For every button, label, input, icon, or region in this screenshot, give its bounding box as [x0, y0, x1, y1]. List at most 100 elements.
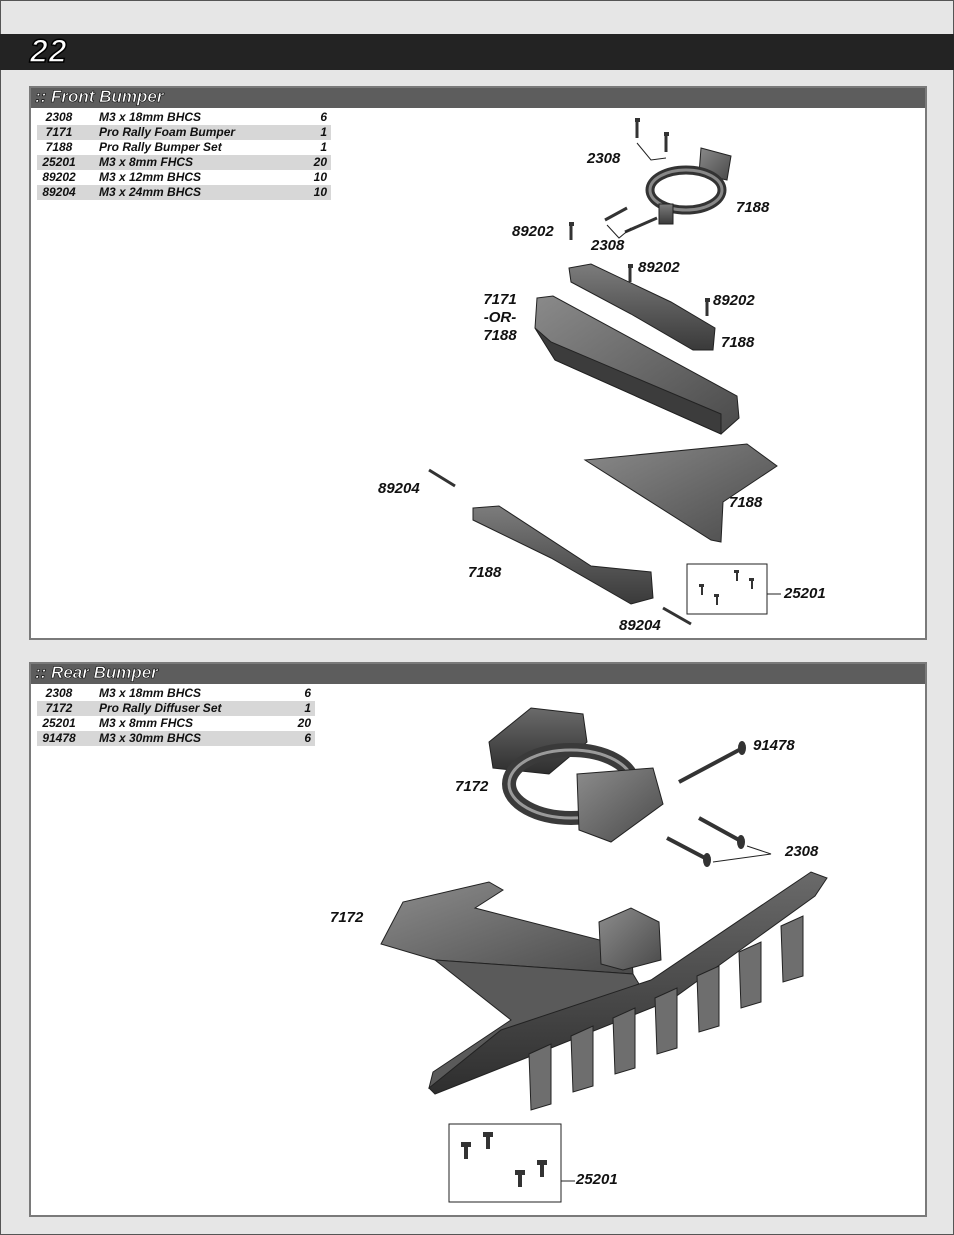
front-bumper-panel: :: Front Bumper 2308 M3 x 18mm BHCS 6 7171… — [29, 86, 927, 640]
screw-89204-b — [662, 606, 692, 626]
screw-89204-a — [428, 468, 456, 488]
part-quantity: 1 — [320, 140, 327, 154]
callout-2308: 2308 — [587, 150, 621, 167]
part-number: 2308 — [45, 686, 73, 700]
fhcs-screws-group — [699, 570, 754, 605]
page-number: 22 — [29, 32, 68, 70]
screw-2308-rear-a — [698, 816, 745, 849]
diffuser-wing-7172 — [380, 881, 634, 975]
callout-89204: 89204 — [378, 480, 420, 497]
callout-7188: 7188 — [468, 564, 502, 581]
part-number: 25201 — [42, 716, 76, 730]
screw-2308-top-b — [664, 132, 669, 152]
callout-or: -OR- — [483, 309, 517, 326]
screw-2308-mid-b — [624, 216, 658, 234]
part-number: 25201 — [37, 155, 81, 170]
rear-bumper-title: :: Rear Bumper — [35, 663, 158, 683]
part-description: Pro Rally Diffuser Set — [81, 701, 290, 716]
leader-line — [712, 845, 772, 863]
callout-2308: 2308 — [591, 237, 625, 254]
callout-7171: 7171 — [483, 291, 517, 308]
callout-25201: 25201 — [576, 1171, 618, 1188]
callout-89204: 89204 — [619, 617, 661, 634]
part-quantity: 6 — [320, 110, 327, 124]
diffuser-mount-post — [598, 907, 662, 971]
front-bumper-header: :: Front Bumper — [31, 87, 925, 108]
screw-89202-b — [628, 264, 633, 282]
part-description: Pro Rally Foam Bumper — [81, 125, 306, 140]
callout-7172: 7172 — [455, 778, 489, 795]
upper-bumper-brace-7188 — [568, 263, 716, 351]
part-description: M3 x 12mm BHCS — [99, 170, 202, 184]
diffuser-bumper-bar — [428, 871, 828, 1095]
fhcs-screws-group — [461, 1132, 547, 1187]
rear-bumper-mount-7172 — [488, 707, 664, 843]
callout-25201: 25201 — [784, 585, 826, 602]
lower-bumper-brace-7188 — [472, 505, 654, 605]
screw-89202-a — [569, 222, 574, 240]
part-quantity: 1 — [305, 125, 331, 140]
screw-89202-c — [705, 298, 710, 316]
page-header-bar — [0, 34, 954, 70]
part-description: M3 x 8mm FHCS — [99, 716, 194, 730]
screw-91478 — [678, 741, 746, 784]
part-description: M3 x 24mm BHCS — [81, 185, 306, 200]
part-number: 7172 — [37, 701, 81, 716]
bumper-mount-7188 — [645, 147, 732, 225]
front-bumper-title: :: Front Bumper — [35, 87, 164, 107]
table-row: 89202 M3 x 12mm BHCS 10 — [37, 170, 331, 185]
callout-7171-or-7188: 7171 -OR- 7188 — [477, 291, 523, 345]
callout-7188: 7188 — [729, 494, 763, 511]
front-bumper-exploded-diagram — [428, 118, 781, 626]
part-description: M3 x 8mm FHCS — [81, 155, 306, 170]
part-quantity: 6 — [289, 731, 315, 746]
part-number: 89202 — [42, 170, 76, 184]
callout-7188: 7188 — [721, 334, 755, 351]
callout-89202: 89202 — [638, 259, 680, 276]
part-description: M3 x 18mm BHCS — [99, 110, 202, 124]
screw-2308-top-a — [635, 118, 640, 138]
callout-7188: 7188 — [736, 199, 770, 216]
callout-2308: 2308 — [785, 843, 819, 860]
rear-bumper-exploded-diagram — [380, 707, 828, 1203]
part-number: 91478 — [37, 731, 81, 746]
hardware-box-25201 — [686, 563, 768, 615]
part-description: M3 x 30mm BHCS — [81, 731, 290, 746]
leader-line — [636, 142, 667, 161]
foam-bumper-face — [534, 327, 722, 435]
part-quantity: 20 — [297, 716, 311, 730]
part-number: 7171 — [37, 125, 81, 140]
screw-2308-rear-b — [666, 836, 711, 867]
leader-line — [606, 224, 632, 239]
table-row: 25201 M3 x 8mm FHCS 20 — [37, 716, 315, 731]
rear-bumper-header: :: Rear Bumper — [31, 663, 925, 684]
part-quantity: 10 — [313, 170, 327, 184]
part-quantity: 20 — [305, 155, 331, 170]
part-number: 89204 — [37, 185, 81, 200]
part-number: 2308 — [45, 110, 73, 124]
callout-7172: 7172 — [330, 909, 364, 926]
diffuser-fins — [528, 915, 804, 1111]
part-quantity: 10 — [305, 185, 331, 200]
part-quantity: 6 — [304, 686, 311, 700]
callout-91478: 91478 — [753, 737, 795, 754]
part-number: 7188 — [45, 140, 73, 154]
screw-2308-mid-a — [604, 206, 628, 222]
table-row: 2308 M3 x 18mm BHCS 6 — [37, 110, 331, 125]
part-quantity: 1 — [289, 701, 315, 716]
callout-89202: 89202 — [512, 223, 554, 240]
skid-plate-7188 — [583, 443, 778, 543]
part-description: M3 x 18mm BHCS — [99, 686, 202, 700]
table-row: 2308 M3 x 18mm BHCS 6 — [37, 686, 315, 701]
callout-7188: 7188 — [483, 327, 517, 344]
callout-89202: 89202 — [713, 292, 755, 309]
